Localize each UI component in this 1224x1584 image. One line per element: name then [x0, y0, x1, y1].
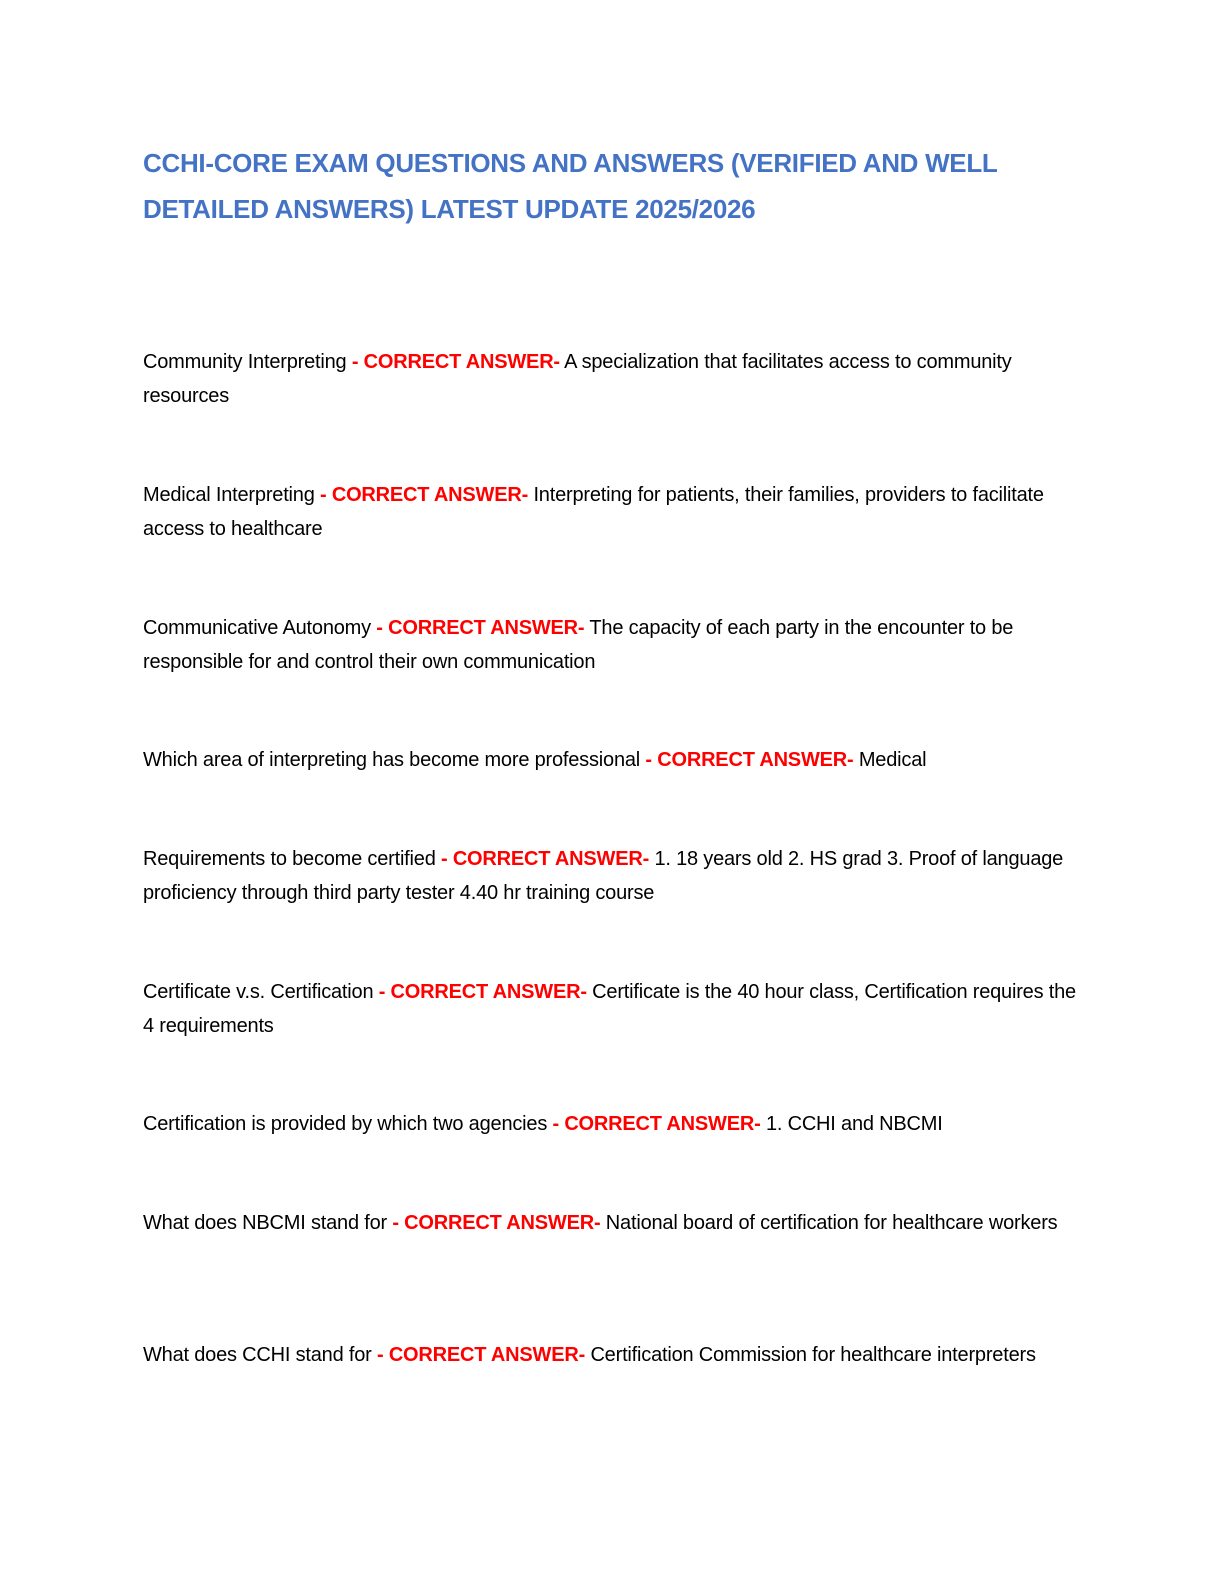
qa-answer: Interpreting for patients, their familie…	[143, 484, 1044, 540]
qa-term: Medical Interpreting	[143, 484, 315, 506]
qa-item: Requirements to become certified - CORRE…	[143, 842, 1083, 910]
qa-item: What does NBCMI stand for - CORRECT ANSW…	[143, 1206, 1083, 1240]
correct-answer-marker: - CORRECT ANSWER-	[351, 351, 560, 373]
qa-answer: A specialization that facilitates access…	[143, 351, 1012, 407]
qa-term: Which area of interpreting has become mo…	[143, 749, 641, 771]
qa-answer: National board of certification for heal…	[605, 1212, 1058, 1234]
qa-term: What does CCHI stand for	[143, 1344, 372, 1366]
qa-item: Community Interpreting - CORRECT ANSWER-…	[143, 345, 1083, 413]
qa-term: Communicative Autonomy	[143, 617, 371, 639]
correct-answer-marker: - CORRECT ANSWER-	[377, 1344, 586, 1366]
correct-answer-marker: - CORRECT ANSWER-	[441, 848, 650, 870]
qa-item: Communicative Autonomy - CORRECT ANSWER-…	[143, 611, 1083, 679]
qa-answer: Certification Commission for healthcare …	[590, 1344, 1036, 1366]
qa-item: Which area of interpreting has become mo…	[143, 743, 1083, 777]
correct-answer-marker: - CORRECT ANSWER-	[392, 1212, 601, 1234]
document-title: CCHI-CORE EXAM QUESTIONS AND ANSWERS (VE…	[143, 148, 998, 224]
qa-term: Certification is provided by which two a…	[143, 1113, 548, 1135]
correct-answer-marker: - CORRECT ANSWER-	[378, 981, 587, 1003]
qa-term: Certificate v.s. Certification	[143, 981, 374, 1003]
qa-item: Medical Interpreting - CORRECT ANSWER- I…	[143, 478, 1083, 546]
qa-item: What does CCHI stand for - CORRECT ANSWE…	[143, 1338, 1083, 1372]
qa-term: Requirements to become certified	[143, 848, 436, 870]
correct-answer-marker: - CORRECT ANSWER-	[552, 1113, 761, 1135]
qa-item: Certificate v.s. Certification - CORRECT…	[143, 975, 1083, 1043]
correct-answer-marker: - CORRECT ANSWER-	[320, 484, 529, 506]
qa-answer: The capacity of each party in the encoun…	[143, 617, 1014, 673]
qa-answer: Medical	[858, 749, 927, 771]
qa-answer: 1. 18 years old 2. HS grad 3. Proof of l…	[143, 848, 1064, 904]
correct-answer-marker: - CORRECT ANSWER-	[376, 617, 585, 639]
qa-answer: Certificate is the 40 hour class, Certif…	[143, 981, 1076, 1037]
qa-answer: 1. CCHI and NBCMI	[765, 1113, 943, 1135]
qa-item: Certification is provided by which two a…	[143, 1107, 1083, 1141]
qa-term: What does NBCMI stand for	[143, 1212, 387, 1234]
qa-term: Community Interpreting	[143, 351, 347, 373]
correct-answer-marker: - CORRECT ANSWER-	[645, 749, 854, 771]
